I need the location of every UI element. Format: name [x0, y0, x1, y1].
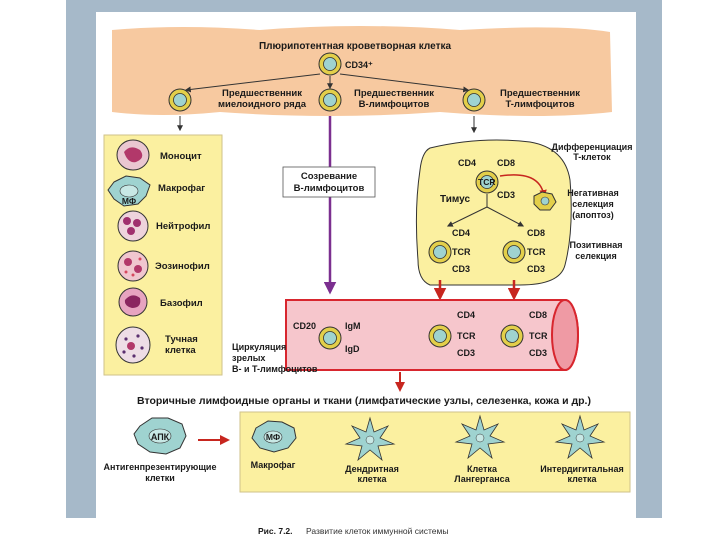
mast-cell [115, 326, 151, 364]
thymus-sp8-cd3: CD3 [527, 264, 545, 274]
basophil-cell [118, 287, 148, 317]
circulation-line1: Циркуляция [232, 342, 286, 352]
apc-cell [133, 417, 187, 455]
caption-prefix: Рис. 7.2. [258, 526, 293, 536]
b-progenitor-line2: B-лимфоцитов [359, 99, 430, 110]
neutrophil-cell [117, 210, 149, 242]
myeloid-progenitor-line2: миелоидного ряда [218, 99, 307, 110]
cd34-marker: CD34⁺ [345, 60, 373, 70]
pos-selection-line1: Позитивная [569, 240, 622, 250]
macrophage-abbr: МФ [122, 196, 136, 206]
thymus-sp4-tcr: TCR [452, 247, 471, 257]
langerhans-label-line1: Клетка [467, 464, 498, 474]
macrophage-label: Макрофаг [158, 183, 205, 194]
mast-cell-label-line1: Тучная [165, 334, 198, 345]
vessel-opening [551, 299, 579, 371]
b-progenitor-line1: Предшественник [354, 88, 434, 99]
basophil-label: Базофил [160, 298, 203, 309]
thymus-label: Тимус [440, 194, 470, 205]
b-progenitor-cell [318, 88, 342, 112]
thymocyte-double-positive [475, 170, 499, 194]
vessel-t4-tcr: TCR [457, 331, 476, 341]
dendritic-label-line2: клетка [357, 474, 387, 484]
thymocyte-cd4 [428, 240, 452, 264]
b-maturation-line2: B-лимфоцитов [294, 183, 365, 194]
mature-b-cell [318, 326, 342, 350]
arrow-to-myeloid [184, 73, 321, 93]
myeloid-progenitor-line1: Предшественник [222, 88, 302, 99]
thymocyte-cd8 [502, 240, 526, 264]
mature-cd4-t-cell [428, 324, 452, 348]
interdigital-label-line1: Интердигитальная [540, 464, 623, 474]
branch-right [486, 206, 525, 227]
t-progenitor-cell [462, 88, 486, 112]
secondary-macrophage-cell [251, 420, 297, 453]
neg-selection-line1: Негативная [567, 188, 618, 198]
apc-label-line1: Антигенпрезентирующие [104, 462, 217, 472]
thymus-sp4-cd3: CD3 [452, 264, 470, 274]
neg-selection-line3: (апоптоз) [572, 210, 614, 220]
monocyte-label: Моноцит [160, 151, 202, 162]
myeloid-progenitor-cell [168, 88, 192, 112]
secondary-organs-title: Вторичные лимфоидные органы и ткани (лим… [137, 395, 591, 407]
t-diff-line1: Дифференциация [552, 142, 633, 152]
thymus-sp8-tcr: TCR [527, 247, 546, 257]
t-progenitor-line2: T-лимфоцитов [505, 99, 574, 110]
stem-cell [318, 52, 342, 76]
circulation-line2: зрелых [232, 353, 265, 363]
vessel-t4-cd3: CD3 [457, 348, 475, 358]
thymus-tcr: TCR [478, 177, 495, 187]
b-maturation-line1: Созревание [301, 171, 357, 182]
eosinophil-label: Эозинофил [155, 261, 210, 272]
eosinophil-cell [117, 250, 149, 282]
mast-cell-label-line2: клетка [165, 345, 196, 356]
t-progenitor-line1: Предшественник [500, 88, 580, 99]
branch-left [446, 206, 488, 227]
stem-cell-title: Плюрипотентная кроветворная клетка [259, 41, 452, 52]
vessel-t8-cd8: CD8 [529, 310, 547, 320]
mature-cd8-t-cell [500, 324, 524, 348]
thymus-cd8: CD8 [497, 158, 515, 168]
neg-selection-line2: селекция [572, 199, 613, 209]
circulation-line3: B- и T-лимфоцитов [232, 364, 318, 374]
langerhans-cell [454, 414, 506, 460]
secondary-macrophage-abbr: МФ [266, 432, 280, 442]
apc-label-line2: клетки [145, 473, 175, 483]
thymus-cd3: CD3 [497, 190, 515, 200]
apoptotic-cell [533, 191, 557, 211]
b-cell-igm: IgM [345, 321, 361, 331]
dendritic-cell [344, 416, 396, 462]
dendritic-label-line1: Дендритная [345, 464, 399, 474]
monocyte-cell [116, 139, 150, 171]
apc-abbr: АПК [151, 432, 170, 442]
b-maturation-box [282, 166, 376, 198]
thymus-sp8-cd8: CD8 [527, 228, 545, 238]
vessel-t8-cd3: CD3 [529, 348, 547, 358]
caption-text: Развитие клеток иммунной системы [306, 526, 448, 536]
t-diff-line2: T-клеток [573, 152, 611, 162]
vessel-t4-cd4: CD4 [457, 310, 475, 320]
stem-cell-band [112, 26, 612, 116]
b-cell-cd20: CD20 [293, 321, 316, 331]
pos-selection-line2: селекция [575, 251, 616, 261]
vessel-t8-tcr: TCR [529, 331, 548, 341]
langerhans-label-line2: Лангерганса [454, 474, 511, 484]
thymus-sp4-cd4: CD4 [452, 228, 470, 238]
secondary-macrophage-label: Макрофаг [251, 460, 296, 470]
neutrophil-label: Нейтрофил [156, 221, 210, 232]
interdigital-label-line2: клетка [567, 474, 597, 484]
thymus-cd4: CD4 [458, 158, 476, 168]
interdigital-cell [554, 414, 606, 460]
b-cell-igd: IgD [345, 344, 360, 354]
arrow-to-t [339, 73, 470, 93]
thymus-region [415, 139, 572, 286]
macrophage-cell [107, 175, 151, 207]
